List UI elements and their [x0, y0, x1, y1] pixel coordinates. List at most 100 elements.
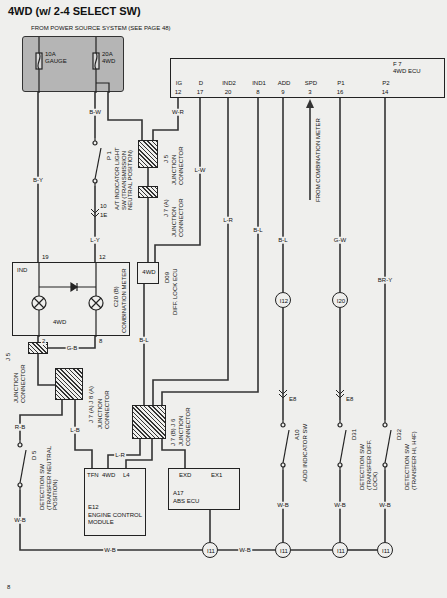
- ecu-box: EXDEX1A17ABS ECU: [168, 468, 240, 510]
- wire-color: L-B: [69, 427, 80, 434]
- wiring-art: [89, 296, 103, 310]
- node-text: I11: [337, 548, 345, 555]
- pin-label: 3: [307, 89, 312, 96]
- diagram-title: 4WD (w/ 2-4 SELECT SW): [8, 5, 141, 17]
- wire-color: W-B: [238, 547, 252, 554]
- wiring-art: [338, 423, 342, 427]
- component-label: J 5: [5, 341, 12, 361]
- wiring-art: [20, 450, 26, 483]
- pin-label: 2: [41, 338, 46, 345]
- signal-line: [309, 104, 311, 200]
- component-label: J 5: [163, 141, 170, 163]
- symbol-art: [93, 138, 101, 186]
- node-text: IG: [176, 80, 182, 87]
- symbol-art: [281, 420, 289, 470]
- switch-symbol: A10ADD INDICATOR SW: [275, 420, 291, 470]
- symbol-art: [23, 37, 123, 93]
- splice-point: I11: [377, 542, 393, 558]
- node-text: ABS ECU: [173, 498, 199, 505]
- wiring-art: [93, 141, 97, 145]
- component-label: A10: [294, 420, 301, 440]
- wiring-art: [32, 296, 46, 310]
- wire-color: W-B: [333, 502, 347, 509]
- wiring-art: [95, 310, 96, 337]
- wiring-art: [383, 463, 387, 467]
- pin-label: FROM COMBINATION METER: [314, 112, 323, 202]
- wire-color: B-L: [277, 237, 288, 244]
- pin-label: 8: [6, 584, 11, 591]
- node-text: P1: [337, 80, 344, 87]
- wiring-art: [18, 483, 22, 487]
- wire: [339, 308, 341, 420]
- node-text: 20A 4WD: [102, 51, 122, 64]
- junction-connector: J 7 (A)JUNCTION CONNECTOR: [138, 186, 158, 198]
- wiring-art: [95, 263, 96, 296]
- junction-connector: J 5JUNCTION CONNECTOR: [138, 140, 158, 168]
- wire-color: BR-Y: [377, 277, 393, 284]
- ecu-box: TFN4WDL4E12ENGINE CONTROL MODULE: [84, 468, 146, 536]
- wire: [20, 400, 62, 440]
- pin-label: 12: [98, 254, 107, 261]
- component-label: JUNCTION CONNECTOR: [13, 341, 26, 403]
- node-text: 4WD ECU: [393, 68, 421, 75]
- switch-symbol: P 1A/T INDICATOR LIGHT SW (TRANSMISSION …: [87, 138, 103, 186]
- node-text: I12: [280, 298, 288, 305]
- arrow-head: [306, 99, 314, 108]
- wire: [291, 549, 332, 551]
- symbol-art: [32, 263, 103, 337]
- wiring-art: [281, 423, 285, 427]
- pin-label: 17: [196, 89, 205, 96]
- component-label: J 7 (A) J 8 (A): [88, 367, 95, 423]
- node-text: F 7: [393, 61, 402, 68]
- wire: [108, 439, 140, 468]
- pin-label: 19: [41, 254, 50, 261]
- wire-color: W-B: [378, 502, 392, 509]
- pin-label: W-B: [103, 547, 117, 554]
- wire: [209, 510, 211, 542]
- wire-color: L-W: [194, 167, 207, 174]
- wiring-art: [39, 286, 96, 287]
- wire-color: L-R: [222, 217, 234, 224]
- wiring-art: [76, 283, 77, 291]
- node-text: I20: [337, 298, 345, 305]
- component-label: P 1: [106, 140, 113, 160]
- wiring-art: [385, 430, 391, 463]
- symbol-art: [18, 440, 26, 490]
- symbol-art: [377, 420, 393, 470]
- node-text: EX1: [211, 472, 222, 479]
- wire-color: W-B: [13, 517, 27, 524]
- pin-label: E8: [288, 396, 297, 403]
- wire: [94, 186, 96, 262]
- wire: [282, 98, 284, 292]
- wire: [153, 98, 178, 140]
- wiring-art: [34, 298, 44, 308]
- wiring-art: [283, 430, 289, 463]
- wire-color: L-Y: [89, 237, 100, 244]
- wiring-art: [96, 83, 109, 93]
- pin-label: 12: [174, 89, 183, 96]
- node-text: IND: [17, 267, 27, 274]
- combination-meter: IND4WDC20 (B)COMBINATION METER: [12, 262, 130, 336]
- wiring-art: [95, 148, 101, 179]
- wire: [155, 98, 200, 262]
- splice-point: I11: [202, 542, 218, 558]
- node-text: ADD: [278, 80, 291, 87]
- wire-color: B-L: [138, 337, 149, 344]
- wire: [147, 198, 149, 262]
- pin-label: 8: [98, 338, 103, 345]
- switch-symbol: D31DETECTION SW (TRANSFER DIFF. LOCK): [332, 420, 348, 470]
- node-text: 10A GAUGE: [45, 51, 73, 64]
- wiring-art: [93, 53, 99, 69]
- wiring-art: [71, 283, 77, 291]
- component-label: DETECTION SW (TRANSFER HI, H4F): [404, 420, 417, 490]
- splice-point: I20: [332, 292, 348, 308]
- node-text: 4WD: [53, 319, 66, 326]
- pin-label: 9: [280, 89, 285, 96]
- component-label: J 7 (A): [163, 187, 170, 217]
- wiring-art: [95, 69, 96, 93]
- wiring-art: [38, 69, 39, 93]
- wire-color: B-Y: [32, 177, 44, 184]
- node-text: I11: [207, 548, 215, 555]
- node-text: 4WD: [102, 472, 115, 479]
- wiring-art: [340, 430, 346, 463]
